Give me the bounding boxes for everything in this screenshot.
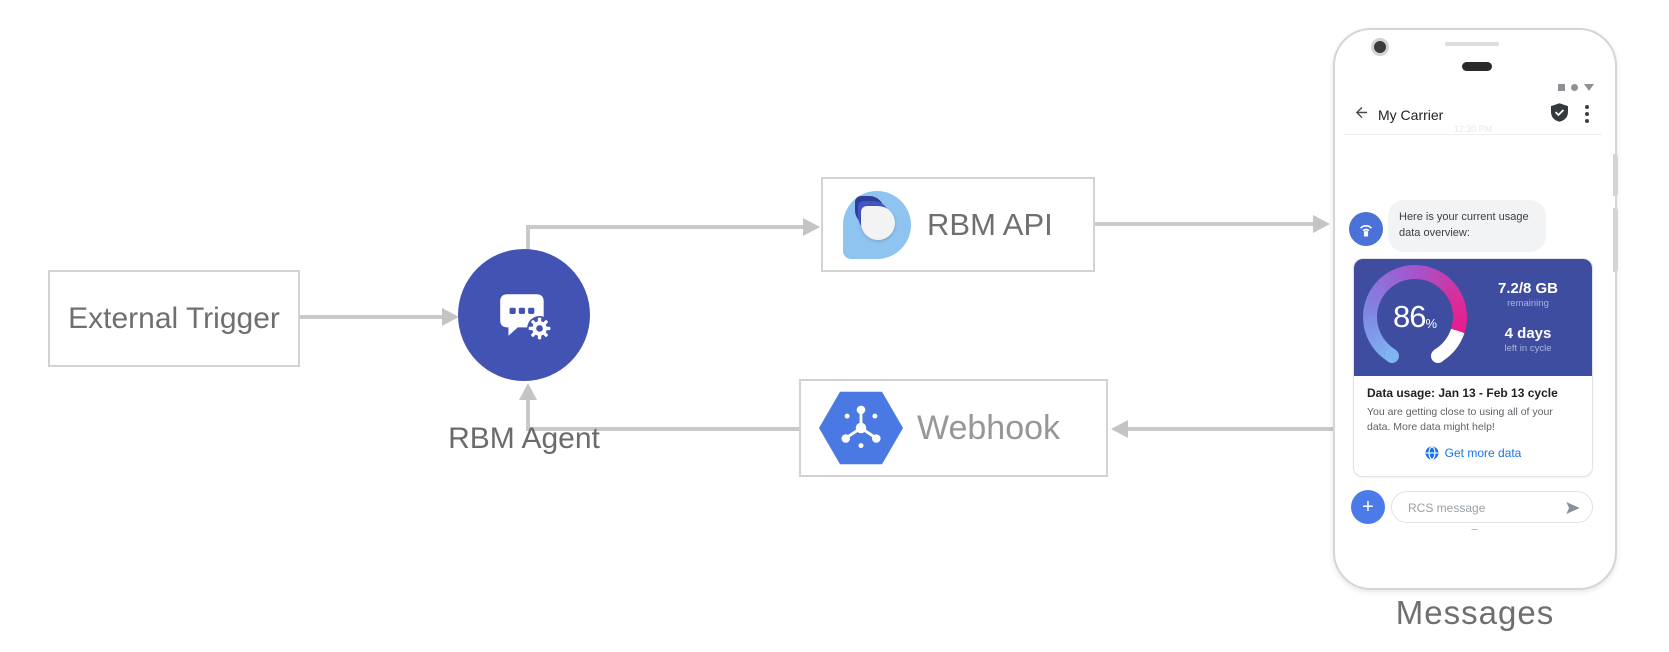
arrow-line-webhook-agent-vertical (526, 399, 530, 431)
agent-avatar (1349, 212, 1383, 246)
external-trigger-node: External Trigger (48, 270, 300, 367)
get-more-data-button[interactable]: Get more data (1367, 446, 1579, 460)
arrowhead-trigger-agent (442, 308, 459, 326)
arrowhead-phone-webhook (1111, 420, 1128, 438)
cycle-label: left in cycle (1504, 342, 1552, 354)
arrow-line-webhook-agent-horizontal (526, 427, 799, 431)
usage-percent-sign: % (1425, 315, 1438, 331)
remaining-label: remaining (1507, 298, 1549, 310)
menu-kebab-icon[interactable] (1585, 105, 1589, 123)
conversation-header: My Carrier (1344, 94, 1602, 135)
send-icon[interactable] (1564, 499, 1582, 517)
incoming-message-bubble: Here is your current usage data overview… (1388, 200, 1546, 252)
phone-mockup: My Carrier 12:30 PM (1333, 28, 1618, 590)
message-input-pill (1391, 491, 1593, 523)
arrow-line-phone-webhook (1128, 427, 1333, 431)
remaining-value: 7.2/8 GB (1497, 280, 1559, 298)
status-dot-icon (1571, 83, 1578, 91)
external-trigger-label: External Trigger (68, 301, 280, 335)
attach-plus-button[interactable]: + (1351, 490, 1385, 524)
agent-antenna-icon (1356, 219, 1376, 239)
rbm-api-logo-icon (843, 190, 911, 259)
status-square-icon (1558, 83, 1565, 91)
messages-app-label: Messages (1395, 594, 1555, 631)
rbm-agent-node (458, 249, 590, 381)
front-camera (1371, 38, 1389, 56)
agent-chat-gear-icon (492, 286, 556, 344)
android-navbar (1344, 526, 1602, 530)
usage-card-hero: 86 % 7.2/8 GB remaining 4 days left in c… (1354, 259, 1592, 376)
arrowhead-webhook-agent (519, 383, 537, 400)
arrowhead-agent-api (803, 218, 820, 236)
status-triangle-icon (1584, 83, 1594, 91)
arrowhead-api-phone (1313, 215, 1330, 233)
webhook-hexagon-icon (819, 391, 903, 465)
rbm-api-node: RBM API (821, 177, 1095, 272)
webhook-label: Webhook (917, 408, 1061, 447)
usage-card: 86 % 7.2/8 GB remaining 4 days left in c… (1353, 258, 1593, 477)
get-more-data-label: Get more data (1444, 446, 1522, 461)
message-timestamp: 12:30 PM (1453, 124, 1493, 134)
earpiece-speaker (1462, 62, 1492, 71)
usage-gauge: 86 % (1363, 265, 1467, 369)
conversation-title: My Carrier (1378, 107, 1444, 123)
cycle-value: 4 days (1504, 324, 1552, 342)
arrow-line-trigger-agent (300, 315, 442, 319)
arrow-line-api-phone (1095, 222, 1313, 226)
usage-stats: 7.2/8 GB remaining 4 days left in cycle (1472, 259, 1584, 376)
usage-card-body: Data usage: Jan 13 - Feb 13 cycle You ar… (1354, 376, 1592, 460)
arrow-line-agent-api-vertical (526, 225, 530, 253)
arrow-line-agent-api-horizontal (526, 225, 803, 229)
rbm-api-label: RBM API (927, 206, 1053, 242)
rcs-message-input[interactable] (1406, 495, 1550, 521)
phone-screen: My Carrier 12:30 PM (1344, 78, 1602, 530)
power-button (1613, 154, 1618, 196)
top-bezel-line (1445, 42, 1499, 46)
usage-card-text: You are getting close to using all of yo… (1367, 406, 1553, 434)
usage-card-title: Data usage: Jan 13 - Feb 13 cycle (1367, 386, 1558, 400)
verified-shield-icon (1551, 103, 1568, 122)
nav-home-icon[interactable] (1466, 529, 1483, 530)
rbm-agent-label: RBM Agent (448, 422, 600, 455)
back-button[interactable] (1353, 104, 1370, 121)
globe-icon (1425, 446, 1439, 460)
status-bar (1558, 82, 1594, 92)
volume-button (1613, 208, 1618, 272)
webhook-node: Webhook (799, 379, 1108, 477)
usage-percent: 86 (1392, 299, 1426, 334)
